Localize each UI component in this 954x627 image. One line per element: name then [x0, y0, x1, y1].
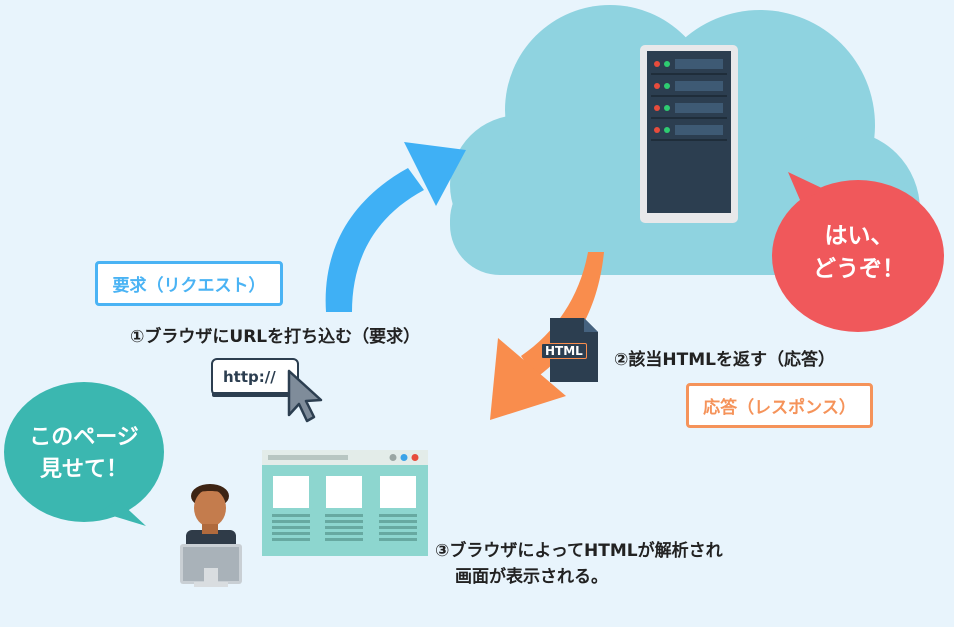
step3-text-line2: 画面が表示される。 — [455, 567, 608, 587]
response-label: 応答（レスポンス） — [703, 398, 856, 418]
server-icon — [640, 45, 738, 223]
url-text: http:// — [223, 368, 276, 386]
server-bubble-text: はい、 どうぞ！ — [784, 220, 934, 287]
step1-text: ①ブラウザにURLを打ち込む（要求） — [130, 327, 421, 347]
server-bubble-line2: どうぞ！ — [813, 256, 905, 283]
cursor-icon — [287, 369, 323, 423]
request-arrow — [325, 142, 466, 312]
browser-window-icon — [262, 450, 428, 556]
response-label-box: 応答（レスポンス） — [686, 383, 873, 428]
url-box-graphic — [211, 358, 299, 397]
user-speech-bubble — [4, 382, 164, 526]
request-label-box: 要求（リクエスト） — [95, 261, 283, 306]
step2-text: ②該当HTMLを返す（応答） — [614, 350, 835, 370]
user-bubble-text: このページ 見せて！ — [14, 422, 154, 486]
server-bubble-line1: はい、 — [824, 223, 894, 249]
request-label: 要求（リクエスト） — [112, 276, 266, 296]
html-file-label: HTML — [541, 343, 587, 359]
server-speech-bubble — [772, 172, 944, 332]
user-bubble-line1: このページ — [29, 425, 139, 450]
user-icon — [180, 484, 242, 587]
step3-text-line1: ③ブラウザによってHTMLが解析され — [435, 541, 723, 561]
user-bubble-line2: 見せて！ — [39, 456, 128, 482]
